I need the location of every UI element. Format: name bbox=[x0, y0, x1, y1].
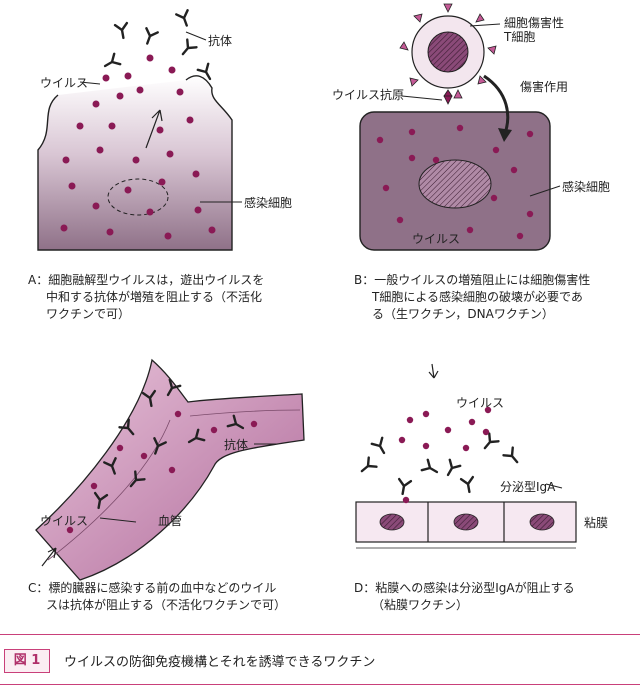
caption-a-line: ワクチンで可） bbox=[46, 307, 131, 321]
secretory-iga-label-d: 分泌型IgA bbox=[500, 480, 556, 494]
viral-antigen-label-b: ウイルス抗原 bbox=[332, 88, 405, 102]
caption-b-line: T細胞による感染細胞の破壊が必要であ bbox=[372, 290, 583, 304]
nucleus-b bbox=[418, 159, 492, 209]
caption-d: D：粘膜への感染は分泌型IgAが阻止する （粘膜ワクチン） bbox=[354, 580, 575, 614]
viruses-c bbox=[66, 410, 258, 534]
tcell-label-b-2: T細胞 bbox=[504, 30, 536, 44]
infected-cell-label-b: 感染細胞 bbox=[562, 180, 611, 194]
caption-d-line: （粘膜ワクチン） bbox=[372, 598, 469, 612]
caption-a: A：細胞融解型ウイルスは，遊出ウイルスを 中和する抗体が増殖を阻止する（不活化 … bbox=[28, 272, 264, 323]
virus-label-d: ウイルス bbox=[456, 396, 505, 410]
cytotoxic-action-label-b: 傷害作用 bbox=[520, 80, 569, 94]
infected-cell-label-a: 感染細胞 bbox=[244, 196, 293, 210]
arrow-a bbox=[145, 109, 163, 149]
virus-label-b: ウイルス bbox=[412, 232, 461, 246]
caption-a-line: 中和する抗体が増殖を阻止する（不活化 bbox=[46, 290, 263, 304]
antibody-label-a: 抗体 bbox=[208, 34, 233, 48]
viruses-b bbox=[376, 124, 534, 240]
figure-top-rule bbox=[0, 634, 640, 635]
diagram-svg bbox=[35, 3, 577, 581]
tcell-label-b-1: 細胞傷害性 bbox=[504, 16, 565, 30]
panel-a-diagram bbox=[37, 9, 242, 251]
mucosa-label-d: 粘膜 bbox=[584, 516, 609, 530]
arrow-c bbox=[41, 547, 57, 567]
arrow-d bbox=[428, 363, 439, 379]
caption-b: B：一般ウイルスの増殖阻止には細胞傷害性 T細胞による感染細胞の破壊が必要であ … bbox=[354, 272, 590, 323]
figure-number-tag: 図 1 bbox=[4, 649, 50, 673]
caption-d-line: D：粘膜への感染は分泌型IgAが阻止する bbox=[354, 581, 575, 595]
panel-b-diagram bbox=[359, 3, 561, 251]
virus-label-c: ウイルス bbox=[40, 514, 89, 528]
nucleus-a-dashed bbox=[107, 178, 169, 216]
caption-c: C：標的臓器に感染する前の血中などのウイル スは抗体が阻止する（不活化ワクチンで… bbox=[28, 580, 286, 614]
tcell-b bbox=[399, 3, 497, 99]
blood-vessel-label-c: 血管 bbox=[158, 514, 183, 528]
antibodies-a bbox=[100, 9, 217, 84]
sIgA-d bbox=[356, 432, 523, 497]
panel-d-diagram bbox=[355, 363, 577, 549]
antibody-label-c: 抗体 bbox=[224, 438, 249, 452]
caption-c-line: スは抗体が阻止する（不活化ワクチンで可） bbox=[46, 598, 287, 612]
viral-antigen-b bbox=[443, 89, 453, 105]
virus-label-a: ウイルス bbox=[40, 76, 89, 90]
figure-title: ウイルスの防御免疫機構とそれを誘導できるワクチン bbox=[64, 655, 376, 670]
caption-c-line: C：標的臓器に感染する前の血中などのウイル bbox=[28, 581, 277, 595]
caption-b-line: B：一般ウイルスの増殖阻止には細胞傷害性 bbox=[354, 273, 591, 287]
viruses-d bbox=[398, 406, 492, 504]
caption-a-line: A：細胞融解型ウイルスは，遊出ウイルスを bbox=[28, 273, 265, 287]
caption-b-line: る（生ワクチン，DNAワクチン） bbox=[372, 307, 554, 321]
panel-c-diagram bbox=[35, 358, 305, 581]
viruses-a bbox=[60, 54, 216, 240]
